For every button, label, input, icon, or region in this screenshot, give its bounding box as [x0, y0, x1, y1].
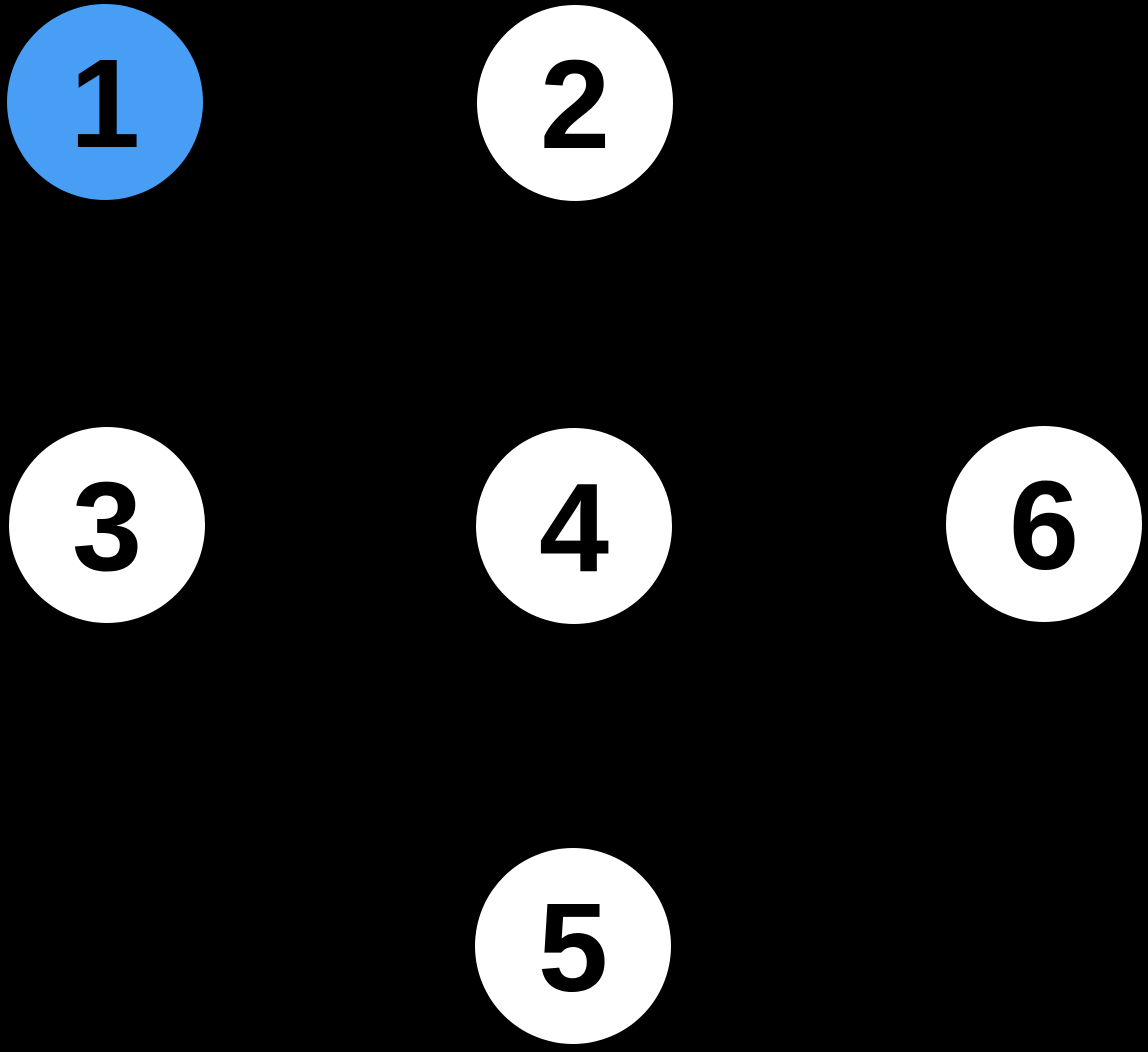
graph-node-6[interactable]: 6: [946, 426, 1142, 622]
node-label: 2: [539, 34, 611, 175]
node-label: 4: [538, 457, 610, 598]
graph-node-4[interactable]: 4: [476, 428, 672, 624]
node-label: 6: [1008, 455, 1080, 596]
graph-node-1[interactable]: 1: [7, 4, 203, 200]
node-label: 3: [71, 456, 143, 597]
graph-node-2[interactable]: 2: [477, 5, 673, 201]
node-label: 5: [537, 877, 609, 1018]
graph-node-3[interactable]: 3: [9, 427, 205, 623]
graph-node-5[interactable]: 5: [475, 848, 671, 1044]
node-label: 1: [69, 33, 141, 174]
